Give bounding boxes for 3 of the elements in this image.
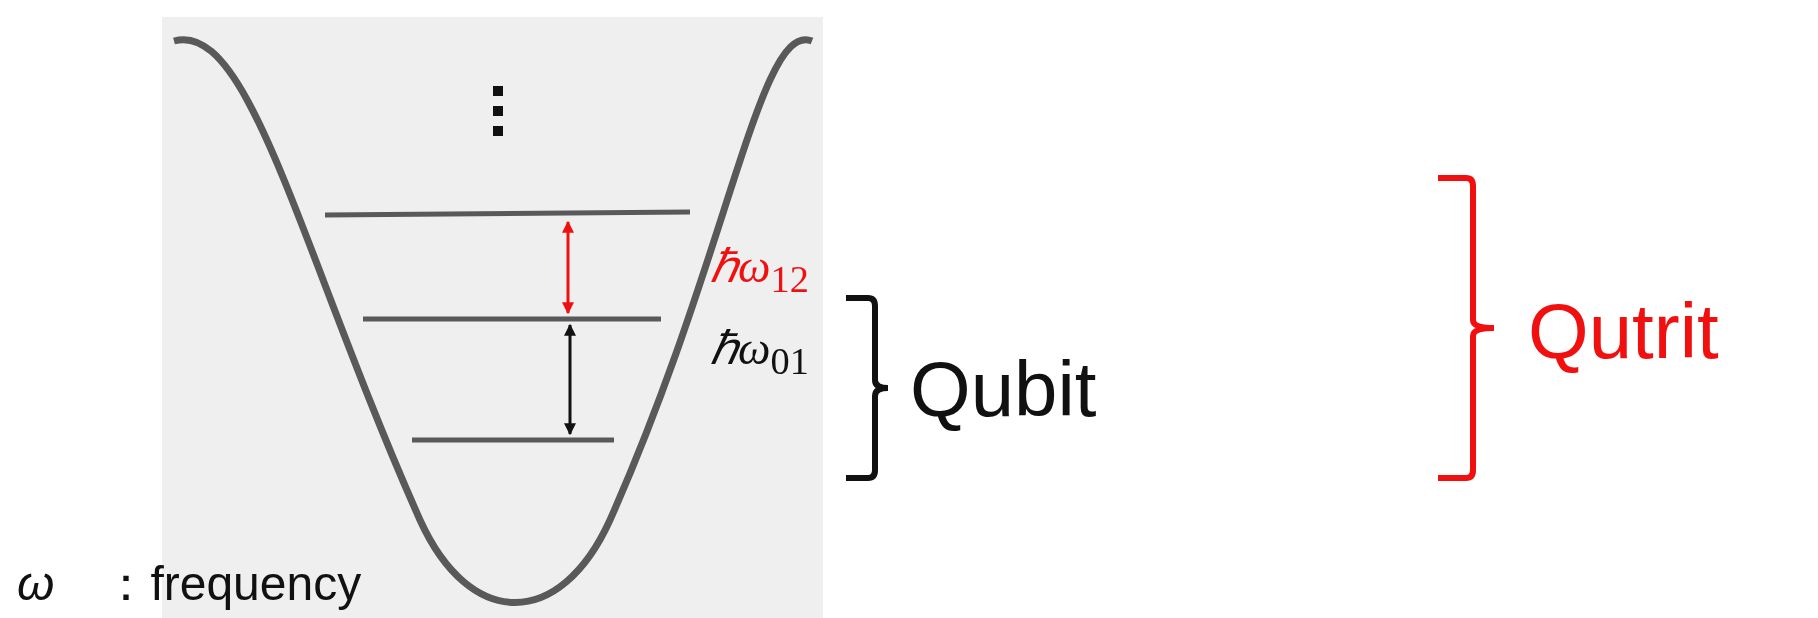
energy-gap-label: ℏω$_{01}$ (710, 326, 809, 381)
frequency-note: ω ：frequency (17, 560, 362, 608)
energy-gap-label: ℏω$_{12}$ (710, 244, 809, 299)
